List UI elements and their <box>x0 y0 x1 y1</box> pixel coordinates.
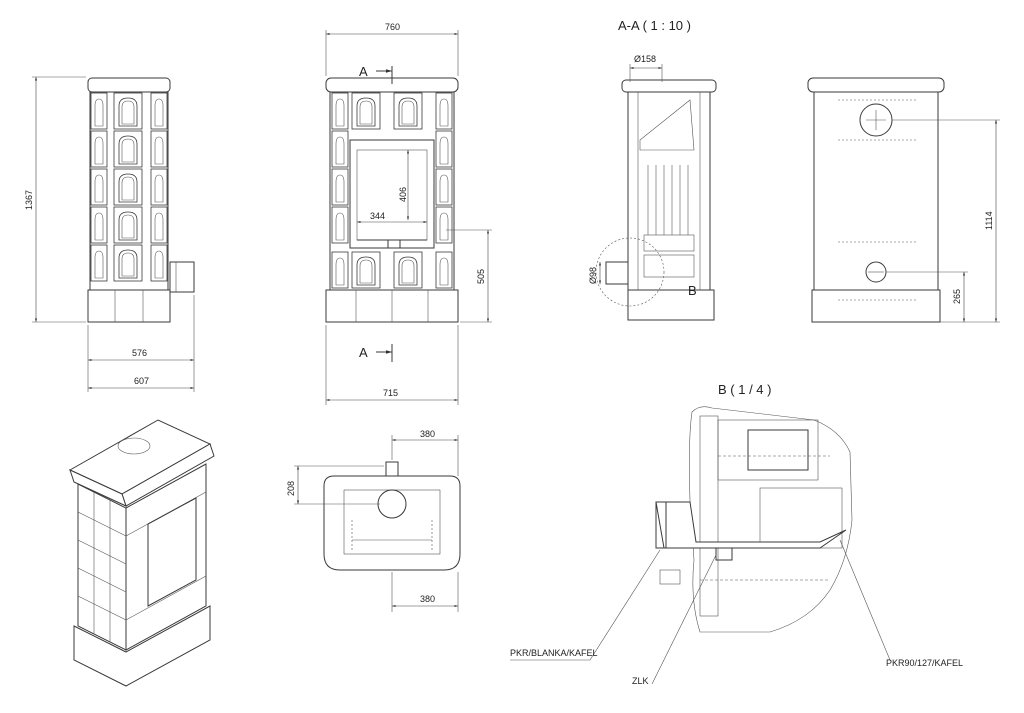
plan-view <box>323 461 461 571</box>
dim-plan-depth: 208 <box>286 481 296 496</box>
iso-firebox-door <box>147 497 197 607</box>
section-marker-a-bottom: A <box>359 345 368 360</box>
section-aa-dimensions: Ø158 Ø98 B <box>588 54 697 298</box>
dim-firebox-width: 344 <box>370 211 385 221</box>
callout-pkr90: PKR90/127/KAFEL <box>886 658 963 668</box>
dim-height-total: 1367 <box>24 190 34 210</box>
dim-firebox-height: 406 <box>398 187 408 202</box>
dim-plan-top: 380 <box>420 429 435 439</box>
side-plinth <box>87 289 171 323</box>
front-ash-handle <box>387 239 401 249</box>
callout-zlk: ZLK <box>632 676 649 686</box>
side-body <box>89 91 169 291</box>
dim-inlet-height-back: 265 <box>952 289 962 304</box>
section-aa-title: A-A ( 1 : 10 ) <box>618 18 691 33</box>
front-dimensions: 760 406 344 505 715 A A <box>325 22 492 405</box>
dim-width-bottom: 715 <box>383 388 398 398</box>
dim-inlet-diameter: Ø98 <box>588 267 598 284</box>
section-marker-a-top: A <box>359 64 368 79</box>
dim-width-front-top: 760 <box>385 22 400 32</box>
front-firebox-door <box>349 139 435 249</box>
isometric-view <box>68 419 215 687</box>
detail-b-callouts: PKR/BLANKA/KAFEL ZLK PKR90/127/KAFEL <box>510 539 963 686</box>
callout-pkr-blanka: PKR/BLANKA/KAFEL <box>510 648 598 658</box>
front-elevation-view <box>325 77 459 323</box>
dim-depth-576: 576 <box>132 348 147 358</box>
detail-b-view <box>655 406 853 633</box>
dim-flue-diameter: Ø158 <box>634 54 656 64</box>
rear-dimensions: 1114 265 <box>886 119 1000 323</box>
side-rear-duct <box>169 261 195 293</box>
side-tile-grid <box>90 92 168 282</box>
detail-marker-b: B <box>688 283 697 298</box>
side-top-cap <box>87 77 171 93</box>
dim-plan-bottom: 380 <box>420 594 435 604</box>
rear-elevation-view <box>807 77 945 323</box>
detail-b-title: B ( 1 / 4 ) <box>718 382 771 397</box>
section-aa-view <box>595 79 717 321</box>
side-dimensions: 1367 576 607 <box>24 76 195 392</box>
dim-door-height: 505 <box>476 269 486 284</box>
side-elevation-view <box>87 77 195 323</box>
dim-flue-height-back: 1114 <box>984 211 994 230</box>
plan-dimensions: 380 380 208 <box>286 429 459 612</box>
dim-depth-607: 607 <box>134 376 149 386</box>
